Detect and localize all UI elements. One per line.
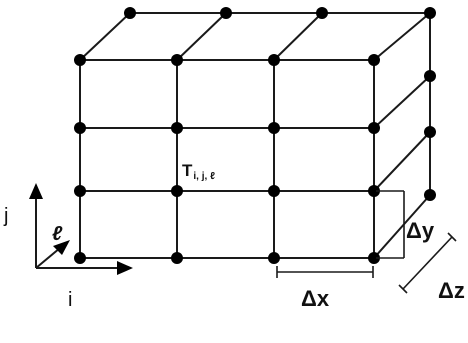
axis-j-arrowhead bbox=[29, 183, 43, 199]
node-symbol: T bbox=[182, 161, 193, 180]
grid-node bbox=[171, 252, 183, 264]
axis-l-line bbox=[35, 247, 61, 269]
coordinate-axes bbox=[29, 183, 133, 275]
top-face-grid bbox=[79, 12, 431, 61]
dim-x-marker bbox=[276, 266, 374, 278]
front-face-grid bbox=[79, 59, 375, 259]
node-subscript: i, j, ℓ bbox=[193, 171, 215, 182]
grid-node bbox=[74, 122, 86, 134]
axis-l-arrowhead bbox=[53, 240, 70, 255]
grid-node bbox=[368, 54, 380, 66]
grid-node bbox=[424, 70, 436, 82]
axis-j-label: j bbox=[3, 205, 8, 227]
grid-node bbox=[424, 189, 436, 201]
grid-node bbox=[268, 185, 280, 197]
dim-z-label: Δz bbox=[438, 278, 465, 303]
dim-y-marker bbox=[376, 190, 405, 259]
grid-node bbox=[74, 185, 86, 197]
grid-node bbox=[424, 126, 436, 138]
grid-node bbox=[368, 252, 380, 264]
grid-node bbox=[124, 7, 136, 19]
grid-node bbox=[316, 7, 328, 19]
grid-nodes bbox=[74, 7, 436, 264]
grid-node bbox=[171, 54, 183, 66]
axis-l-label: ℓ bbox=[52, 223, 63, 245]
grid-node bbox=[74, 252, 86, 264]
grid-node bbox=[171, 185, 183, 197]
dim-y-label: Δy bbox=[406, 218, 435, 243]
node-label: Ti, j, ℓ bbox=[182, 161, 215, 182]
grid-node bbox=[268, 122, 280, 134]
side-face-grid bbox=[373, 13, 431, 259]
axis-i-label: i bbox=[68, 289, 72, 311]
axis-i-arrowhead bbox=[117, 261, 133, 275]
grid-node bbox=[368, 185, 380, 197]
grid-node bbox=[268, 54, 280, 66]
grid-node bbox=[74, 54, 86, 66]
grid-node bbox=[268, 252, 280, 264]
dim-x-label: Δx bbox=[301, 286, 330, 311]
dim-z-marker bbox=[398, 232, 457, 294]
grid-node bbox=[424, 7, 436, 19]
grid-node bbox=[171, 122, 183, 134]
grid-node bbox=[368, 122, 380, 134]
grid-node bbox=[220, 7, 232, 19]
